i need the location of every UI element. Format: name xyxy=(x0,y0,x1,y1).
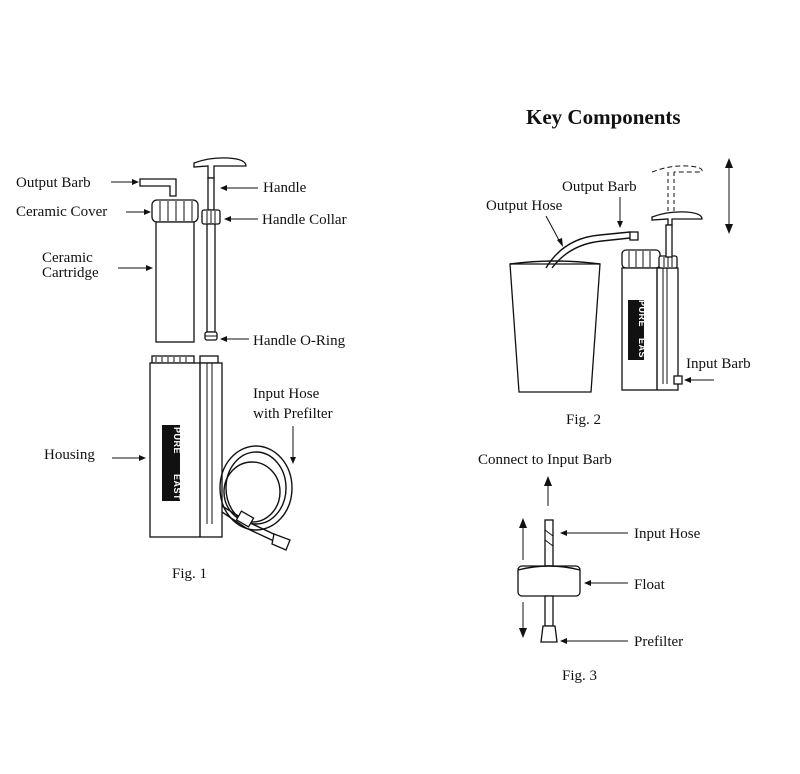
fig2-brand-bottom: EAST xyxy=(637,338,647,364)
fig2-leader-arrows xyxy=(545,197,714,383)
fig3-float-motion-arrows xyxy=(519,518,527,638)
fig1-ceramic-cartridge xyxy=(155,221,195,343)
fig2-label-input-barb: Input Barb xyxy=(686,356,751,372)
fig2-cup xyxy=(509,260,601,393)
fig1-label-input-hose-2: with Prefilter xyxy=(253,406,333,422)
fig3-float-prefilter: Connect to Input Barb xyxy=(478,452,701,684)
fig1-label-housing: Housing xyxy=(44,447,95,463)
fig1-label-ceramic-cartridge: Ceramic xyxy=(42,250,93,266)
fig2-pump-arrow xyxy=(725,158,733,234)
fig1-leader-arrows xyxy=(111,179,296,464)
fig3-leader-arrows xyxy=(560,530,628,644)
fig1-filter-exploded: PURE EAST Output Barb Ceramic Cover Cera… xyxy=(16,157,347,582)
fig1-housing: PURE EAST xyxy=(149,355,223,538)
fig1-label-handle-oring: Handle O-Ring xyxy=(253,333,346,349)
fig1-label-handle: Handle xyxy=(263,180,307,196)
fig3-caption: Fig. 3 xyxy=(562,668,597,684)
fig1-label-ceramic-cartridge-2: Cartridge xyxy=(42,265,99,281)
fig3-label-input-hose: Input Hose xyxy=(634,526,701,542)
fig1-handle xyxy=(193,157,247,211)
fig2-caption: Fig. 2 xyxy=(566,412,601,428)
fig3-prefilter xyxy=(540,595,558,643)
fig2-filter-in-use: PURE EAST Output Barb Output Hose Input … xyxy=(486,158,751,428)
fig1-brand-top: PURE xyxy=(172,427,182,454)
fig1-input-hose xyxy=(219,445,293,551)
fig1-label-handle-collar: Handle Collar xyxy=(262,212,347,228)
diagram-title: Key Components xyxy=(526,105,681,129)
fig2-output-hose xyxy=(545,231,639,269)
fig1-handle-rod xyxy=(206,223,216,333)
fig2-label-output-hose: Output Hose xyxy=(486,198,563,214)
fig3-label-float: Float xyxy=(634,577,666,593)
fig3-label-connect: Connect to Input Barb xyxy=(478,452,612,468)
fig2-filter-body: PURE EAST xyxy=(621,249,683,391)
fig2-label-output-barb: Output Barb xyxy=(562,179,637,195)
fig3-input-hose xyxy=(544,519,554,567)
fig1-ceramic-cover xyxy=(151,199,199,223)
fig1-label-input-hose: Input Hose xyxy=(253,386,320,402)
fig1-output-barb xyxy=(139,178,177,197)
fig3-connect-arrow xyxy=(544,476,552,506)
fig1-brand-bottom: EAST xyxy=(172,474,182,500)
fig1-handle-collar xyxy=(201,209,221,225)
fig3-label-prefilter: Prefilter xyxy=(634,634,683,650)
fig1-caption: Fig. 1 xyxy=(172,566,207,582)
fig2-input-barb xyxy=(673,375,683,385)
fig1-label-ceramic-cover: Ceramic Cover xyxy=(16,204,107,220)
fig1-label-output-barb: Output Barb xyxy=(16,175,91,191)
fig2-brand-top: PURE xyxy=(637,300,647,327)
fig3-float xyxy=(517,565,581,597)
fig1-handle-oring xyxy=(204,331,218,341)
fig2-handle xyxy=(651,165,703,258)
